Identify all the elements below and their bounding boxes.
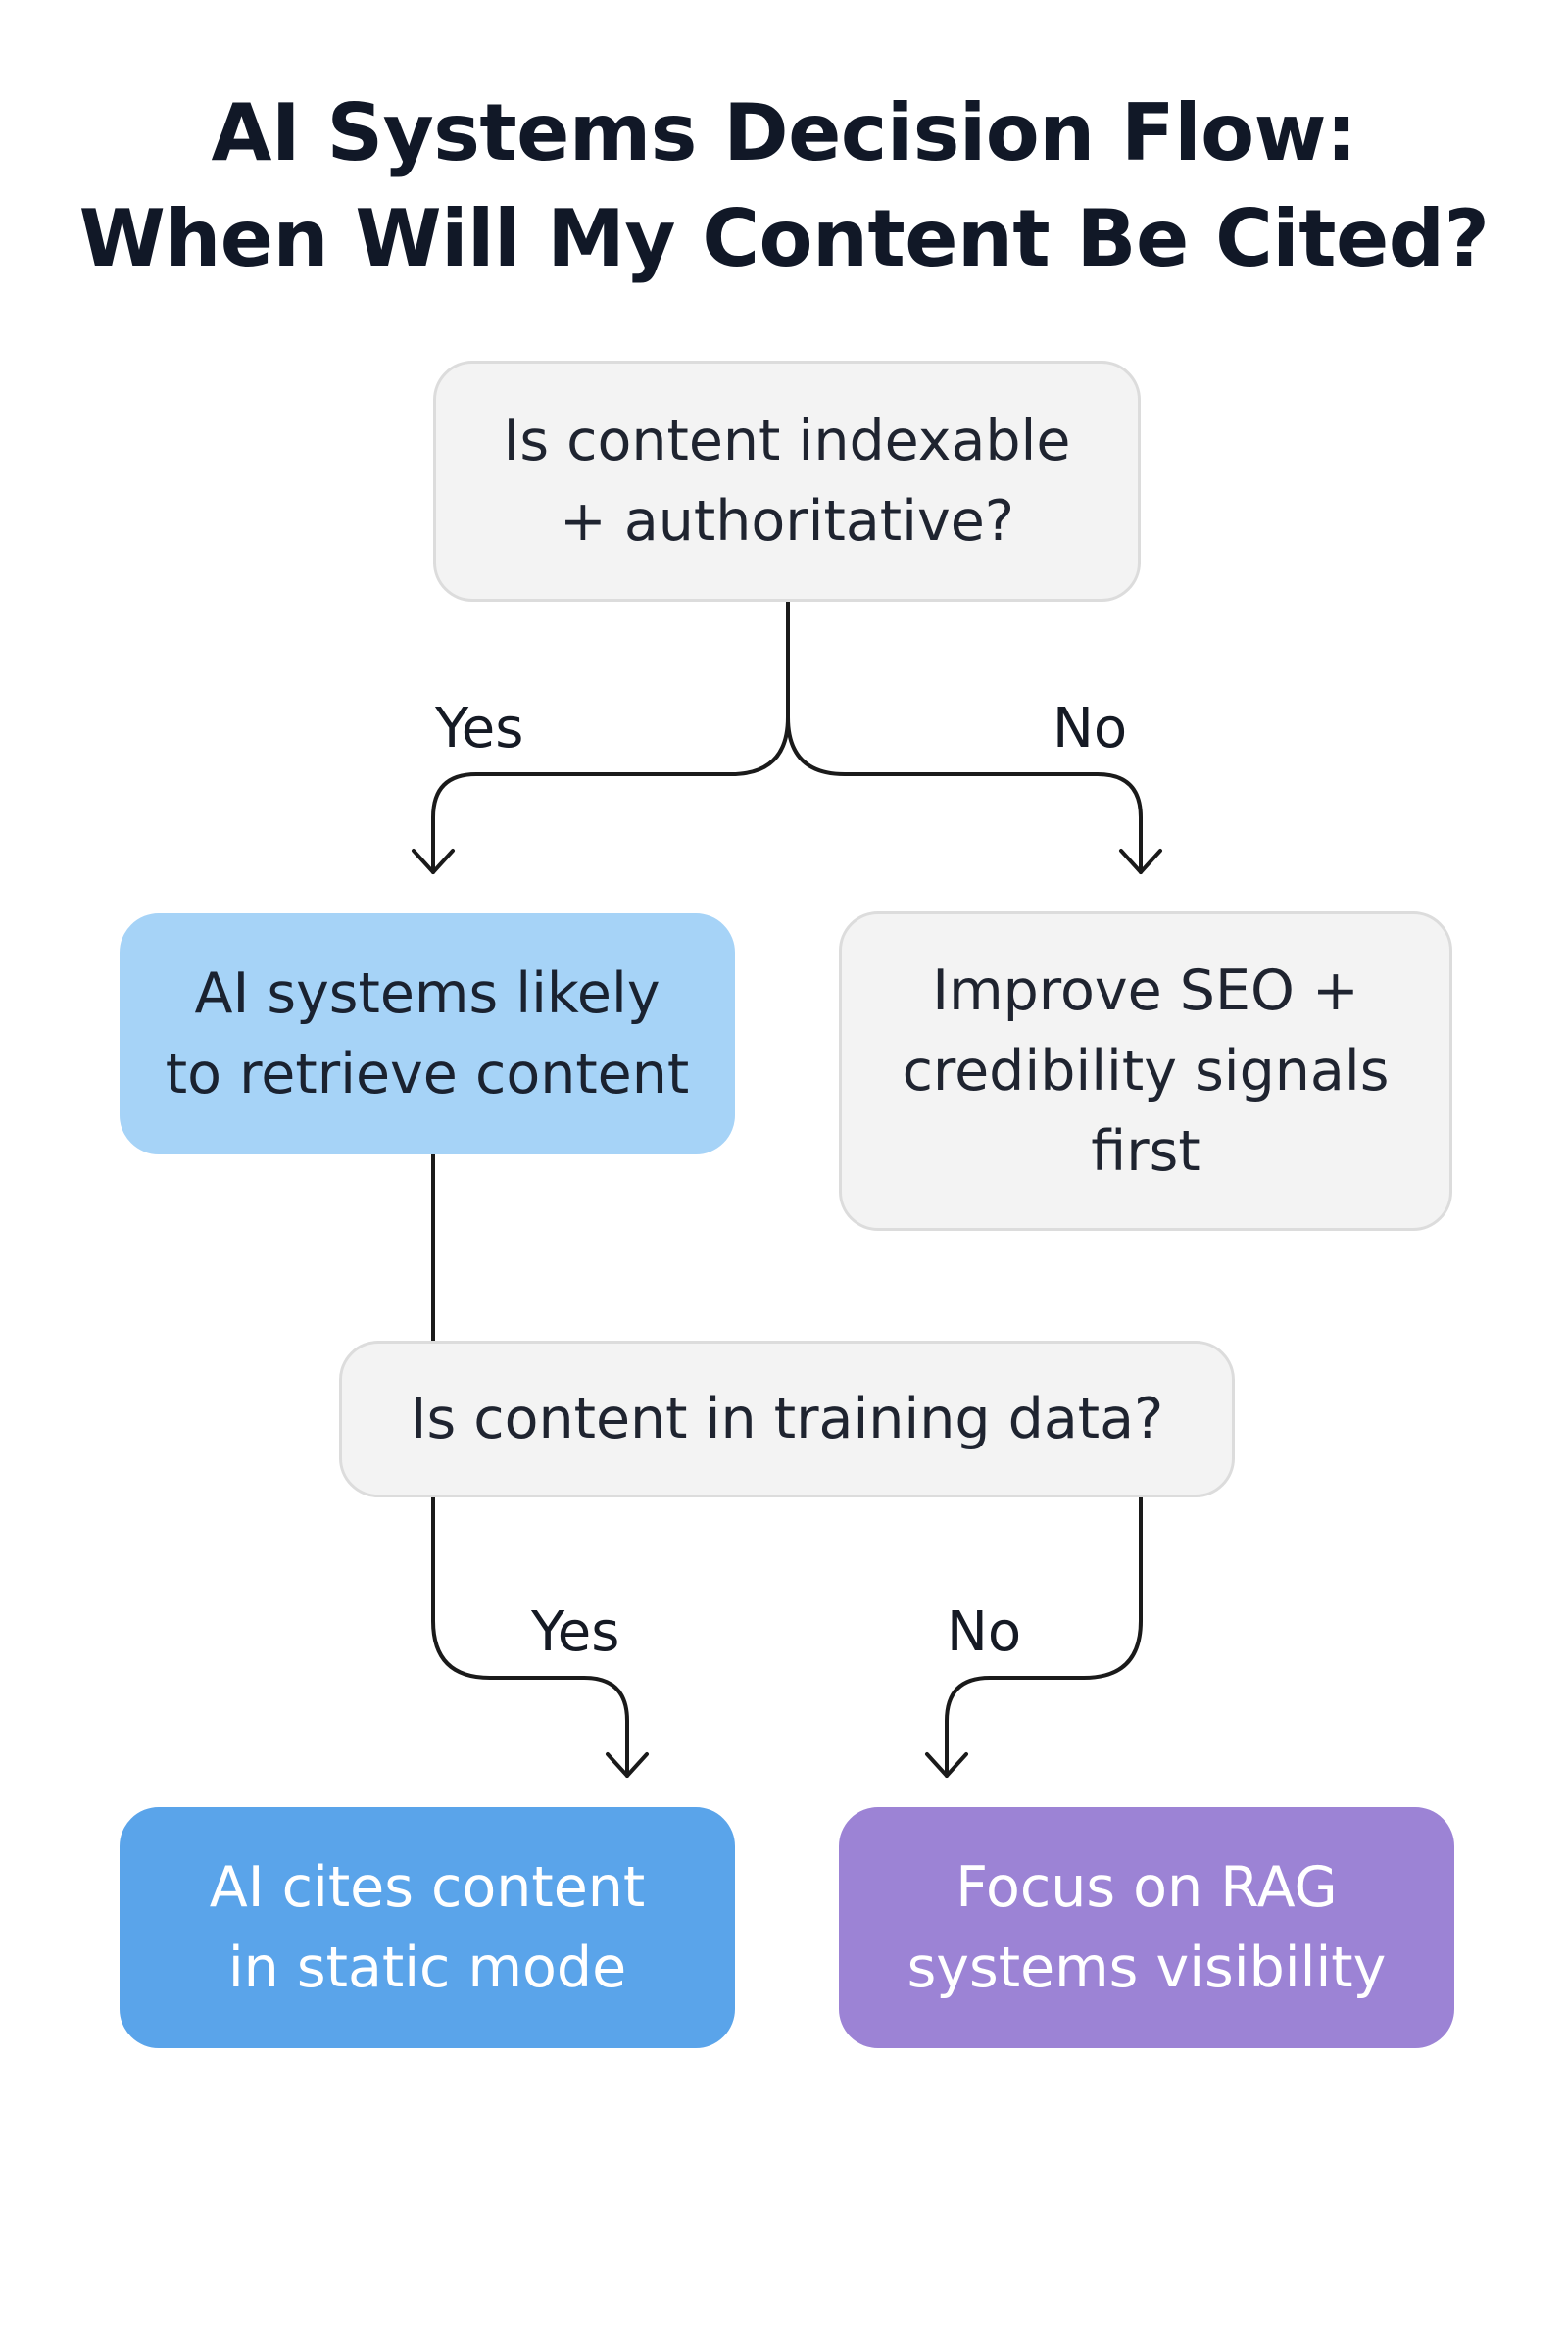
action-improve-seo-text: Improve SEO + credibility signals first (902, 958, 1390, 1184)
arrowhead-q2-yes (606, 1752, 649, 1778)
question-training-data-text: Is content in training data? (410, 1387, 1164, 1451)
question-training-data: Is content in training data? (339, 1341, 1235, 1497)
outcome-static-mode: AI cites content in static mode (120, 1807, 735, 2048)
outcome-rag-visibility-text: Focus on RAG systems visibility (906, 1855, 1387, 2000)
outcome-ai-retrieve: AI systems likely to retrieve content (120, 913, 735, 1154)
arrowhead-q1-no (1119, 849, 1162, 874)
title-line-2: When Will My Content Be Cited? (78, 193, 1490, 284)
action-improve-seo: Improve SEO + credibility signals first (839, 911, 1452, 1231)
connector-q2-yes (431, 1495, 629, 1778)
connector-q1-yes (431, 600, 790, 874)
connector-q2-no (945, 1495, 1143, 1778)
title-line-1: AI Systems Decision Flow: (211, 87, 1357, 178)
edge-label-q2-yes: Yes (531, 1600, 620, 1664)
outcome-static-mode-text: AI cites content in static mode (209, 1855, 646, 2000)
edge-label-q1-no: No (1053, 697, 1128, 760)
edge-label-q1-yes: Yes (435, 697, 524, 760)
arrowhead-q1-yes (412, 849, 455, 874)
outcome-rag-visibility: Focus on RAG systems visibility (839, 1807, 1454, 2048)
outcome-ai-retrieve-text: AI systems likely to retrieve content (165, 961, 690, 1106)
diagram-title: AI Systems Decision Flow: When Will My C… (0, 80, 1568, 292)
question-indexable-text: Is content indexable + authoritative? (503, 409, 1071, 554)
edge-label-q2-no: No (947, 1600, 1022, 1664)
question-indexable-authoritative: Is content indexable + authoritative? (433, 361, 1141, 602)
arrowhead-q2-no (925, 1752, 968, 1778)
connector-q1-no (786, 715, 1143, 874)
